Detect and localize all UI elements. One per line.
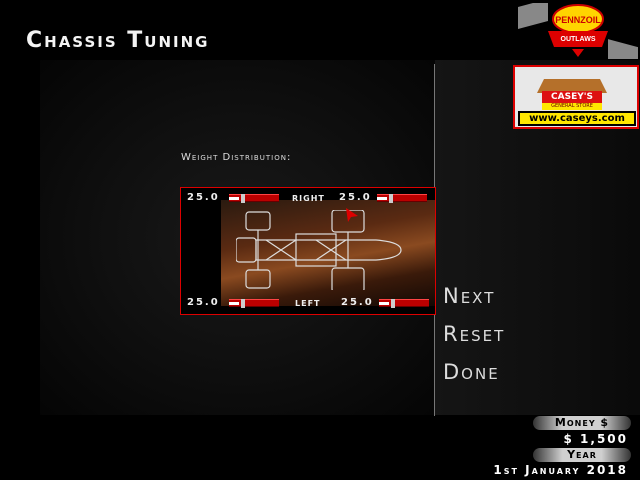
ad-name: CASEY'S <box>542 91 602 103</box>
svg-text:PENNZOIL: PENNZOIL <box>555 15 601 25</box>
left-side-label: LEFT <box>295 299 321 308</box>
next-button[interactable]: Next <box>443 284 496 308</box>
left-rear-slider[interactable] <box>229 299 279 308</box>
store-roof-icon <box>537 79 607 93</box>
done-button[interactable]: Done <box>443 360 500 384</box>
pennzoil-world-of-outlaws-logo: PENNZOIL OUTLAWS <box>518 3 638 59</box>
ad-store: GENERAL STORE <box>542 103 602 110</box>
reset-button[interactable]: Reset <box>443 322 506 346</box>
left-rear-value: 25.0 <box>187 297 220 308</box>
date-value: 1st January 2018 <box>493 463 628 477</box>
caseys-ad-banner[interactable]: CASEY'S GENERAL STORE www.caseys.com <box>513 65 639 129</box>
left-front-value: 25.0 <box>187 192 220 203</box>
page-title: Chassis Tuning <box>26 28 210 53</box>
selection-cursor-icon <box>346 208 358 222</box>
money-label: Money $ <box>533 416 631 430</box>
weight-distribution-panel: 25.0 RIGHT 25.0 25.0 LEFT 25.0 <box>180 187 436 315</box>
money-value: $ 1,500 <box>563 432 628 446</box>
weight-distribution-label: Weight Distribution: <box>181 152 292 163</box>
right-rear-slider[interactable] <box>379 299 429 308</box>
right-front-value: 25.0 <box>339 192 372 203</box>
right-rear-value: 25.0 <box>341 297 374 308</box>
sprint-car-diagram <box>236 210 402 290</box>
ad-url: www.caseys.com <box>518 111 636 126</box>
right-side-label: RIGHT <box>292 194 325 203</box>
year-label: Year <box>533 448 631 462</box>
right-front-slider[interactable] <box>377 194 427 203</box>
left-front-slider[interactable] <box>229 194 279 203</box>
svg-text:OUTLAWS: OUTLAWS <box>561 36 596 43</box>
